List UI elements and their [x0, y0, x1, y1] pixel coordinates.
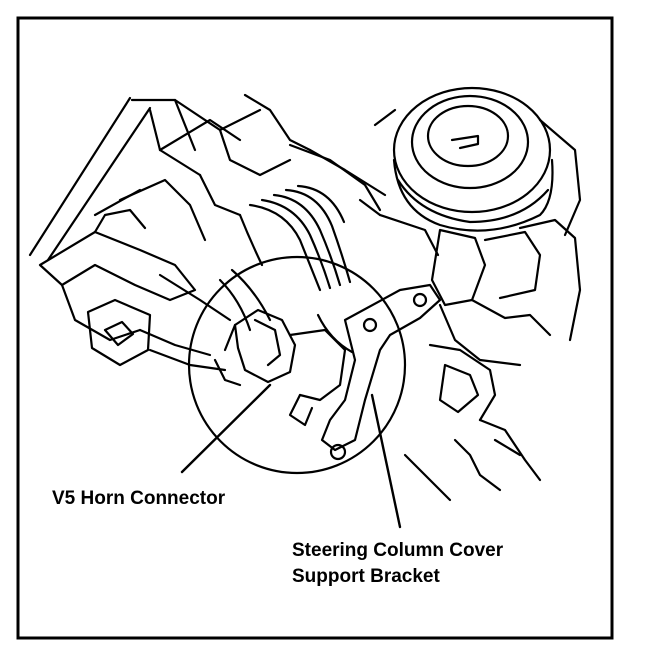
figure-border: [16, 16, 614, 640]
horn-connector-label: V5 Horn Connector: [52, 488, 226, 509]
wire-harness: [218, 143, 387, 332]
horn-connector-leader: [180, 383, 272, 474]
support-bracket-label-line2: Support Bracket: [292, 566, 440, 587]
support-bracket: [316, 283, 442, 461]
horn-connector: [213, 308, 347, 427]
clockspring-coil: [373, 86, 582, 237]
column-right-body: [358, 198, 582, 502]
leader-lines: [180, 383, 402, 529]
support-bracket-label-line1: Steering Column Cover: [292, 540, 504, 561]
switch-body: [38, 208, 232, 372]
detail-circle: [187, 255, 407, 475]
bracket-leader: [370, 393, 402, 529]
column-housing-lines: [28, 93, 312, 262]
support-bracket-label: Steering Column Cover Support Bracket: [292, 538, 503, 590]
